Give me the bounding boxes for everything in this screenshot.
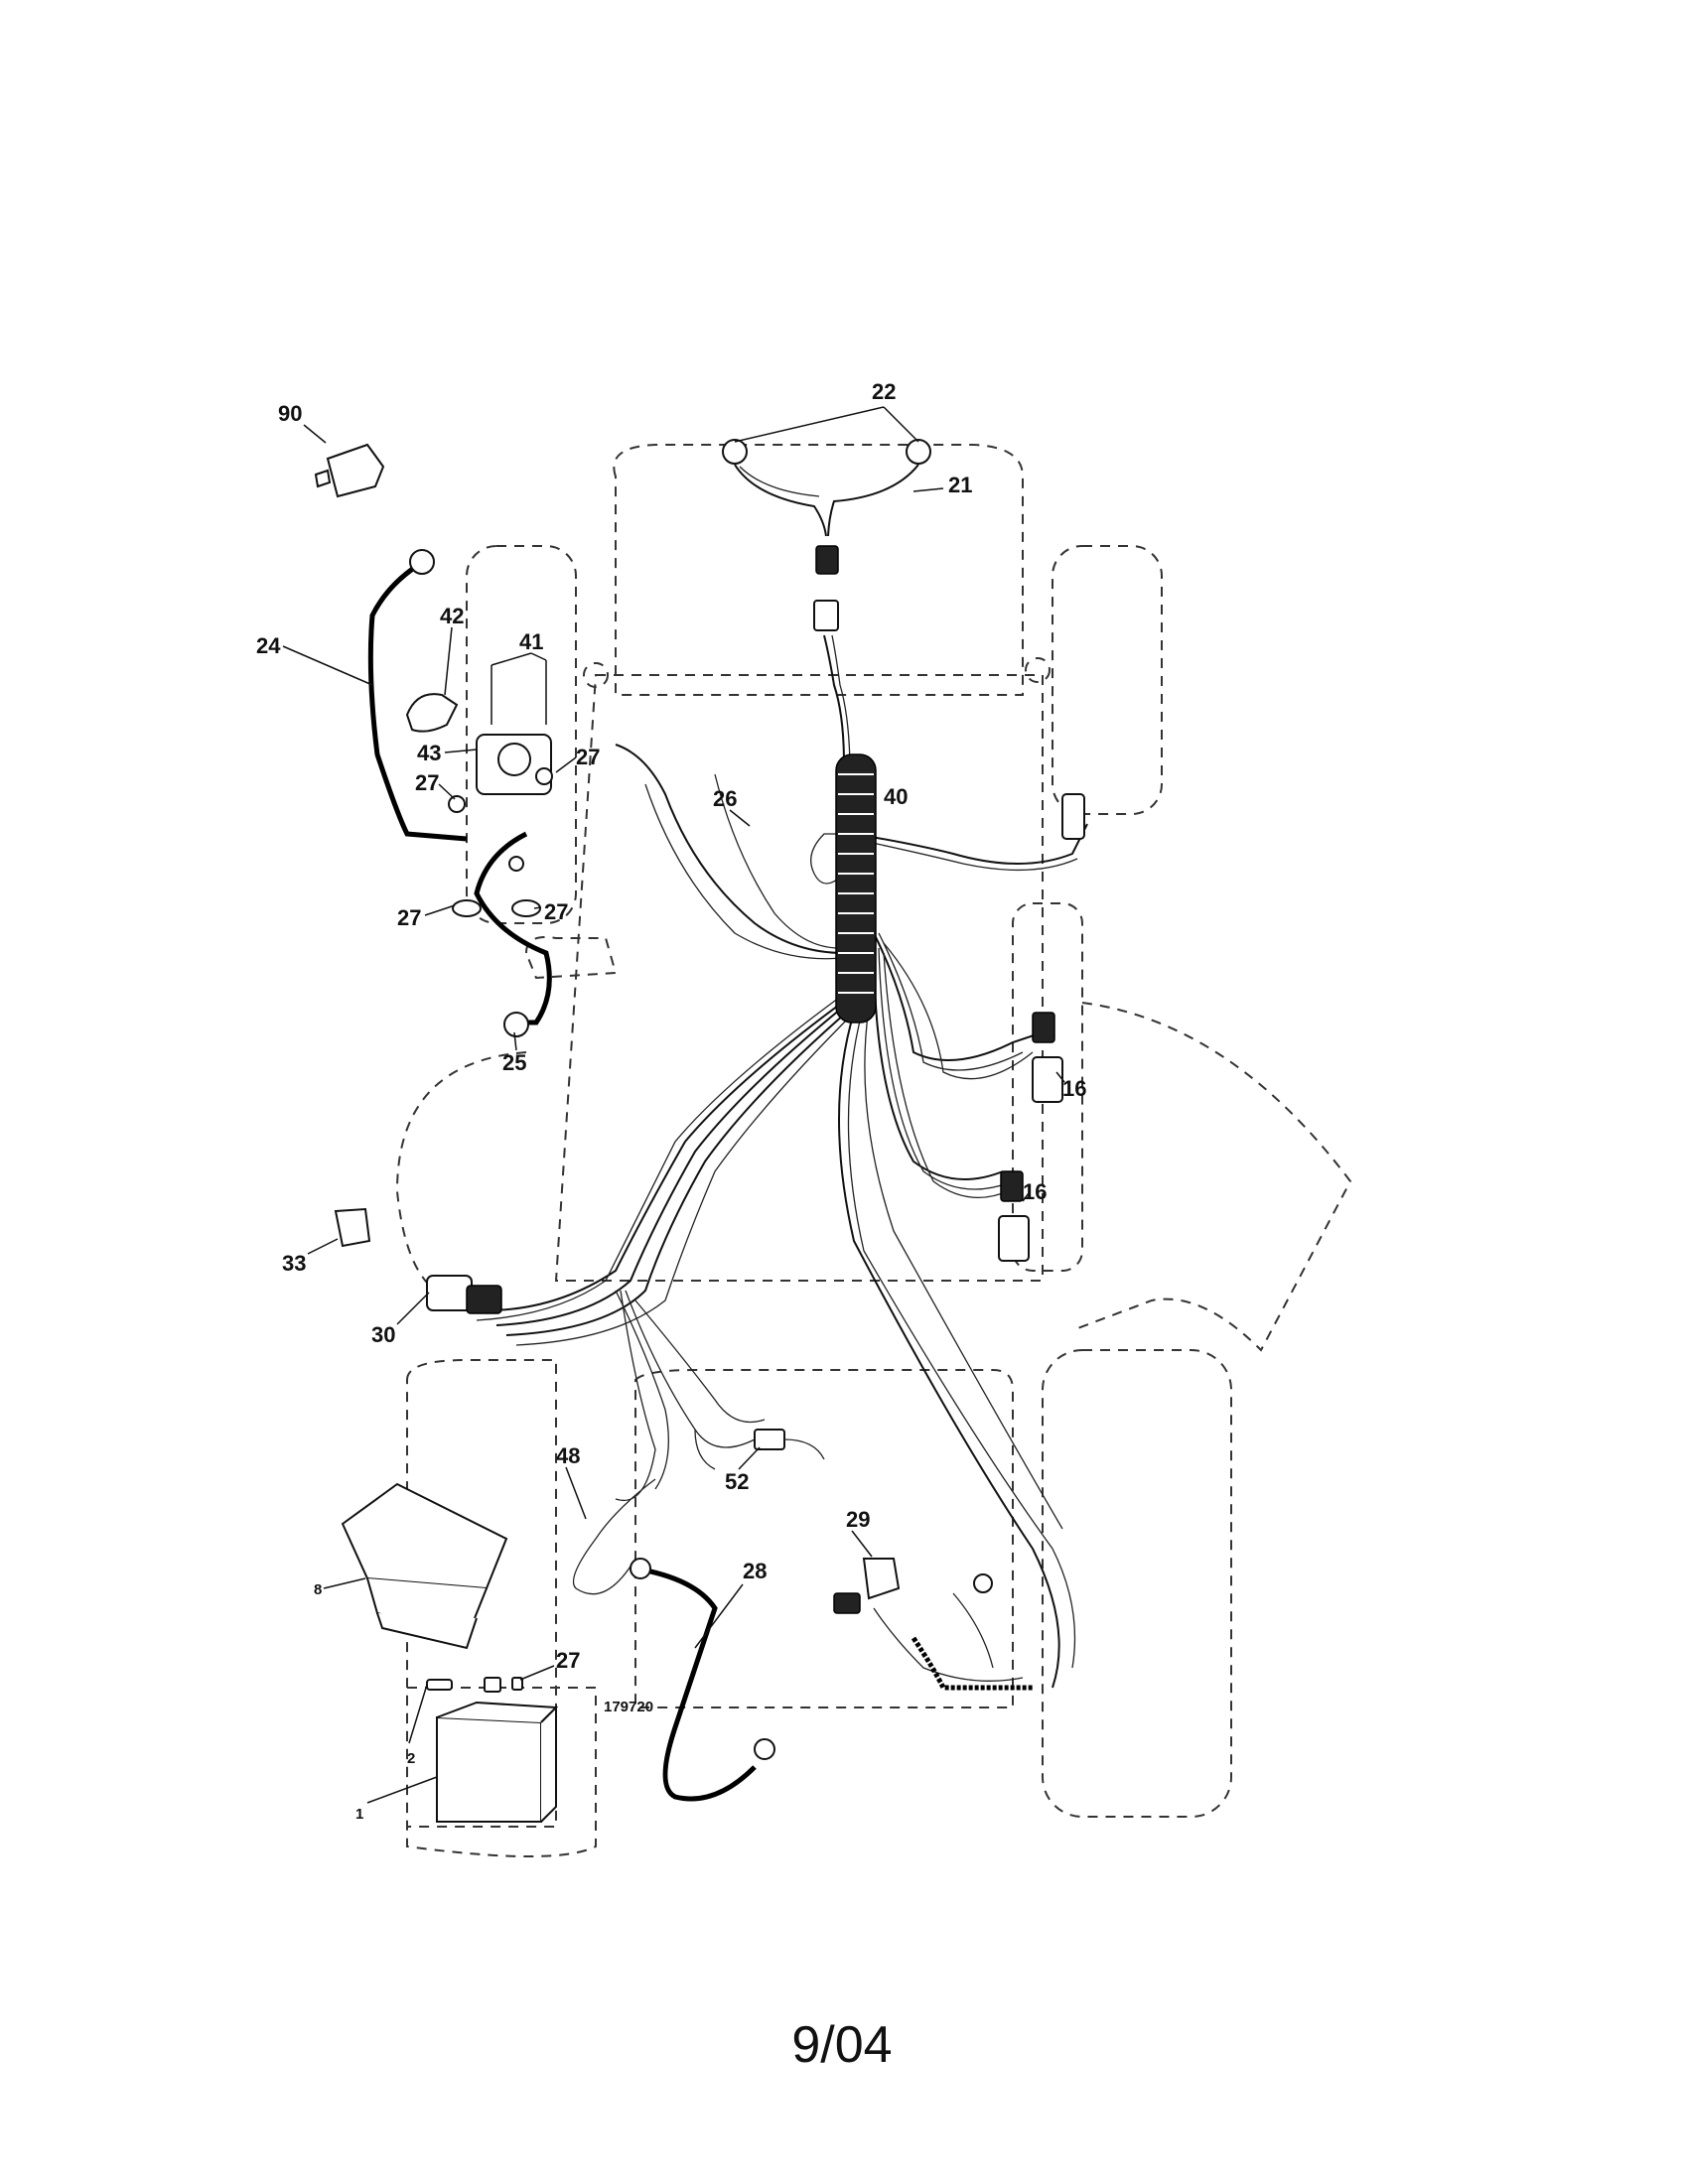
callout-8: 8 xyxy=(314,1581,322,1598)
callouts: 90 22 21 24 42 41 43 27 27 27 27 26 40 2… xyxy=(256,379,1086,1823)
solenoid-area xyxy=(367,549,553,1037)
callout-27-battery: 27 xyxy=(556,1648,580,1673)
battery-area xyxy=(341,1482,559,1823)
callout-33: 33 xyxy=(282,1251,306,1276)
tractor-outline xyxy=(395,444,1352,1857)
callout-52: 52 xyxy=(725,1469,749,1494)
callout-22: 22 xyxy=(872,379,896,404)
callout-27-nut-left: 27 xyxy=(397,905,421,930)
relay xyxy=(314,443,385,498)
lower-harness xyxy=(572,1429,1033,1802)
seat-switches xyxy=(998,793,1085,1262)
callout-41: 41 xyxy=(519,629,543,654)
page-footer-date: 9/04 xyxy=(791,2016,893,2074)
callout-29: 29 xyxy=(846,1507,870,1532)
callout-25: 25 xyxy=(502,1050,526,1075)
callout-40: 40 xyxy=(884,784,908,809)
callout-24: 24 xyxy=(256,633,281,658)
main-harness xyxy=(476,634,1088,1689)
callout-28: 28 xyxy=(743,1559,767,1583)
drawing-number: 179720 xyxy=(604,1699,653,1715)
callout-27-solenoid-right: 27 xyxy=(576,745,600,769)
callout-27-nut-right: 27 xyxy=(544,899,568,924)
callout-26: 26 xyxy=(713,786,737,811)
callout-48: 48 xyxy=(556,1443,580,1468)
callout-1: 1 xyxy=(355,1806,363,1823)
headlight-assembly xyxy=(722,439,931,631)
callout-leaders xyxy=(282,406,1065,1804)
callout-16-lower: 16 xyxy=(1023,1179,1047,1204)
callout-16-upper: 16 xyxy=(1062,1076,1086,1101)
callout-21: 21 xyxy=(948,473,972,497)
callout-43: 43 xyxy=(417,741,441,765)
harness-conduit xyxy=(835,753,877,1024)
callout-30: 30 xyxy=(371,1322,395,1347)
callout-42: 42 xyxy=(440,604,464,628)
callout-27-solenoid-left: 27 xyxy=(415,770,439,795)
ignition-area xyxy=(334,1207,502,1314)
callout-90: 90 xyxy=(278,401,302,426)
callout-2: 2 xyxy=(407,1750,415,1767)
